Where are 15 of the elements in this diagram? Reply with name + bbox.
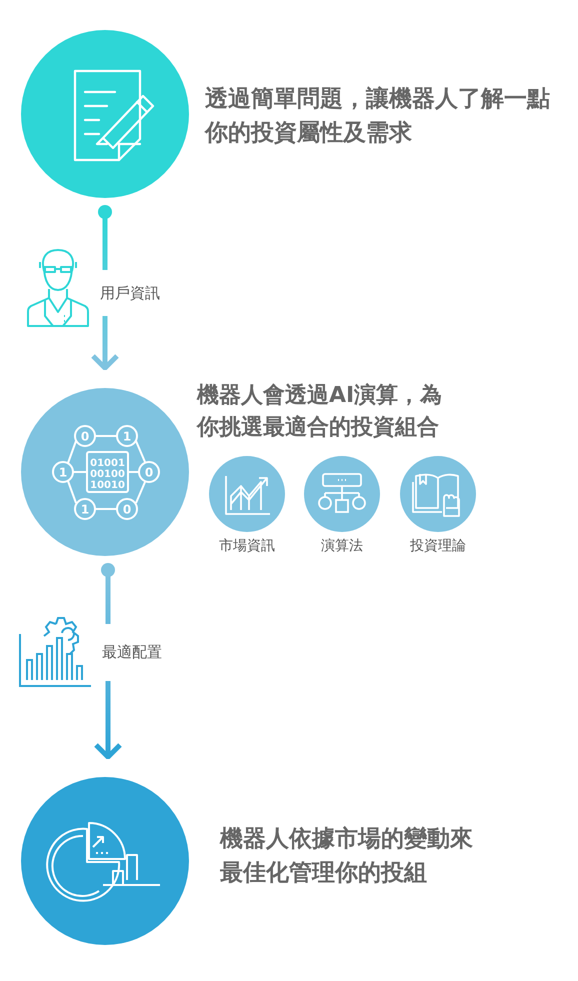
digit-node: 0: [74, 425, 96, 447]
icon-caption: 投資理論: [409, 537, 467, 555]
icon-caption: 演算法: [320, 537, 364, 555]
edge-label: 用戶資訊: [99, 270, 160, 316]
icon-caption: 市場資訊: [218, 537, 276, 555]
edge-label: 最適配置: [102, 624, 162, 681]
digit-node: 1: [74, 498, 96, 520]
digit-node: 1: [52, 461, 74, 483]
digit-node: 0: [138, 461, 160, 483]
step-description: 機器人依據市場的變動來最佳化管理你的投組: [220, 825, 474, 888]
binary-code: 01001 00100 10010: [90, 458, 125, 491]
digit-node: 0: [116, 498, 138, 520]
digit-node: 1: [116, 425, 138, 447]
step-description: 機器人會透過AI演算，為你挑選最適合的投資組合: [197, 382, 444, 442]
step-description: 透過簡單問題，讓機器人了解一點你的投資屬性及需求: [205, 85, 551, 148]
